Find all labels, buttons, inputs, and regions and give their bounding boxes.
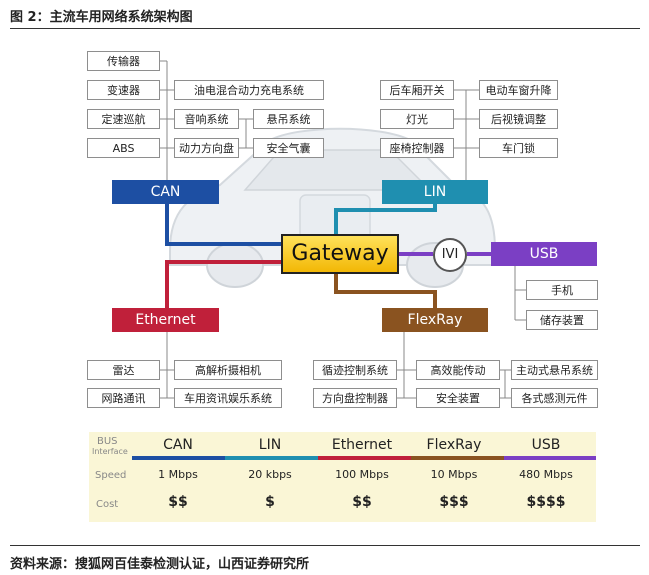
ivi-node: IVI: [433, 238, 467, 272]
usb-device-storage: 储存装置: [526, 310, 598, 330]
lin-device-trunk-switch: 后车厢开关: [380, 80, 454, 100]
col-can-cost: $$: [168, 494, 188, 510]
flexray-device-active-suspension: 主动式悬吊系统: [511, 360, 598, 380]
can-device-abs: ABS: [87, 138, 160, 158]
col-ethernet-speed: 100 Mbps: [335, 468, 389, 481]
can-device-transmission-sensor: 传输器: [87, 51, 160, 71]
flexray-device-steering-controller: 方向盘控制器: [313, 388, 397, 408]
flexray-color-band: [411, 456, 504, 460]
bus-comparison-table: BUS Interface Speed Cost CAN LIN Etherne…: [89, 432, 596, 522]
can-device-audio-system: 音响系统: [174, 109, 239, 129]
lin-device-lighting: 灯光: [380, 109, 454, 129]
row-header-interface: Interface: [92, 447, 128, 456]
flexray-device-traction-control: 循迹控制系统: [313, 360, 397, 380]
can-device-gearbox: 变速器: [87, 80, 160, 100]
lin-device-mirror-adjust: 后视镜调整: [479, 109, 558, 129]
can-device-hybrid-charging: 油电混合动力充电系统: [174, 80, 324, 100]
can-device-cruise-control: 定速巡航: [87, 109, 160, 129]
gateway-node: Gateway: [281, 234, 399, 274]
ethernet-bus-label: Ethernet: [112, 308, 219, 332]
usb-device-phone: 手机: [526, 280, 598, 300]
flexray-device-sensors: 各式感测元件: [511, 388, 598, 408]
ethernet-device-network-comm: 网路通讯: [87, 388, 160, 408]
can-color-band: [132, 456, 225, 460]
row-header-cost: Cost: [96, 499, 119, 510]
col-flexray-speed: 10 Mbps: [430, 468, 478, 481]
col-can-speed: 1 Mbps: [158, 468, 198, 481]
ethernet-device-radar: 雷达: [87, 360, 160, 380]
title-divider: [10, 28, 640, 29]
source-note: 资料来源：搜狐网百佳泰检测认证，山西证券研究所: [10, 557, 310, 572]
figure-title: 图 2：主流车用网络系统架构图: [10, 10, 193, 25]
can-device-power-steering: 动力方向盘: [174, 138, 239, 158]
flexray-bus-label: FlexRay: [382, 308, 488, 332]
can-device-airbag: 安全气囊: [253, 138, 324, 158]
col-usb-cost: $$$$: [526, 494, 566, 510]
col-lin-name: LIN: [258, 437, 282, 453]
col-usb-name: USB: [531, 437, 561, 453]
usb-bus-label: USB: [491, 242, 597, 266]
lin-bus-label: LIN: [382, 180, 488, 204]
col-usb-speed: 480 Mbps: [519, 468, 573, 481]
usb-color-band: [504, 456, 596, 460]
col-lin-cost: $: [265, 494, 275, 510]
lin-color-band: [225, 456, 318, 460]
can-bus-label: CAN: [112, 180, 219, 204]
ethernet-color-band: [318, 456, 411, 460]
row-header-speed: Speed: [95, 470, 127, 481]
row-header-bus: BUS: [97, 436, 118, 447]
col-ethernet-cost: $$: [352, 494, 372, 510]
col-can-name: CAN: [163, 437, 193, 453]
lin-device-seat-controller: 座椅控制器: [380, 138, 454, 158]
col-lin-speed: 20 kbps: [248, 468, 292, 481]
source-divider: [10, 545, 640, 546]
ethernet-device-hd-camera: 高解析摄相机: [174, 360, 282, 380]
flexray-device-safety-unit: 安全装置: [416, 388, 500, 408]
flexray-device-high-efficiency-drive: 高效能传动: [416, 360, 500, 380]
lin-device-power-window: 电动车窗升降: [479, 80, 558, 100]
lin-device-door-lock: 车门锁: [479, 138, 558, 158]
col-ethernet-name: Ethernet: [331, 437, 393, 453]
can-device-suspension: 悬吊系统: [253, 109, 324, 129]
ethernet-device-infotainment: 车用资讯娱乐系统: [174, 388, 282, 408]
col-flexray-name: FlexRay: [426, 437, 482, 453]
col-flexray-cost: $$$: [439, 494, 469, 510]
